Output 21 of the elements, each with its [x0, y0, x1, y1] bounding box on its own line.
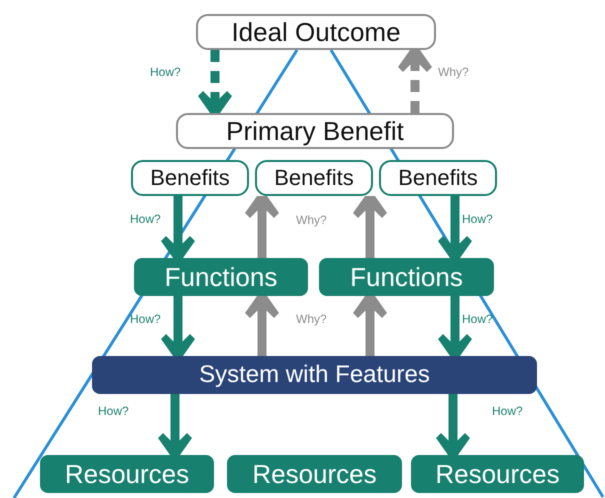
label-box: Ideal Outcome [196, 14, 436, 50]
label-box: Benefits [379, 160, 497, 196]
label-box: Resources [227, 455, 402, 493]
label-box: Functions [134, 258, 308, 296]
label-box: Benefits [255, 160, 373, 196]
label-box: Resources [40, 455, 214, 493]
edge-label: How? [130, 213, 161, 225]
edge-label: How? [492, 405, 523, 417]
label-box: Primary Benefit [176, 113, 454, 149]
label-box: Benefits [131, 160, 249, 196]
edge-label: How? [130, 313, 161, 325]
label-box: Functions [319, 258, 494, 296]
edge-label: Why? [296, 214, 327, 226]
edge-label: Why? [438, 66, 469, 78]
label-box: System with Features [92, 356, 537, 394]
label-box: Resources [411, 455, 584, 493]
edge-label: How? [150, 66, 181, 78]
edge-label: How? [98, 405, 129, 417]
edge-label: How? [462, 313, 493, 325]
edge-label: How? [462, 213, 493, 225]
edge-label: Why? [296, 313, 327, 325]
